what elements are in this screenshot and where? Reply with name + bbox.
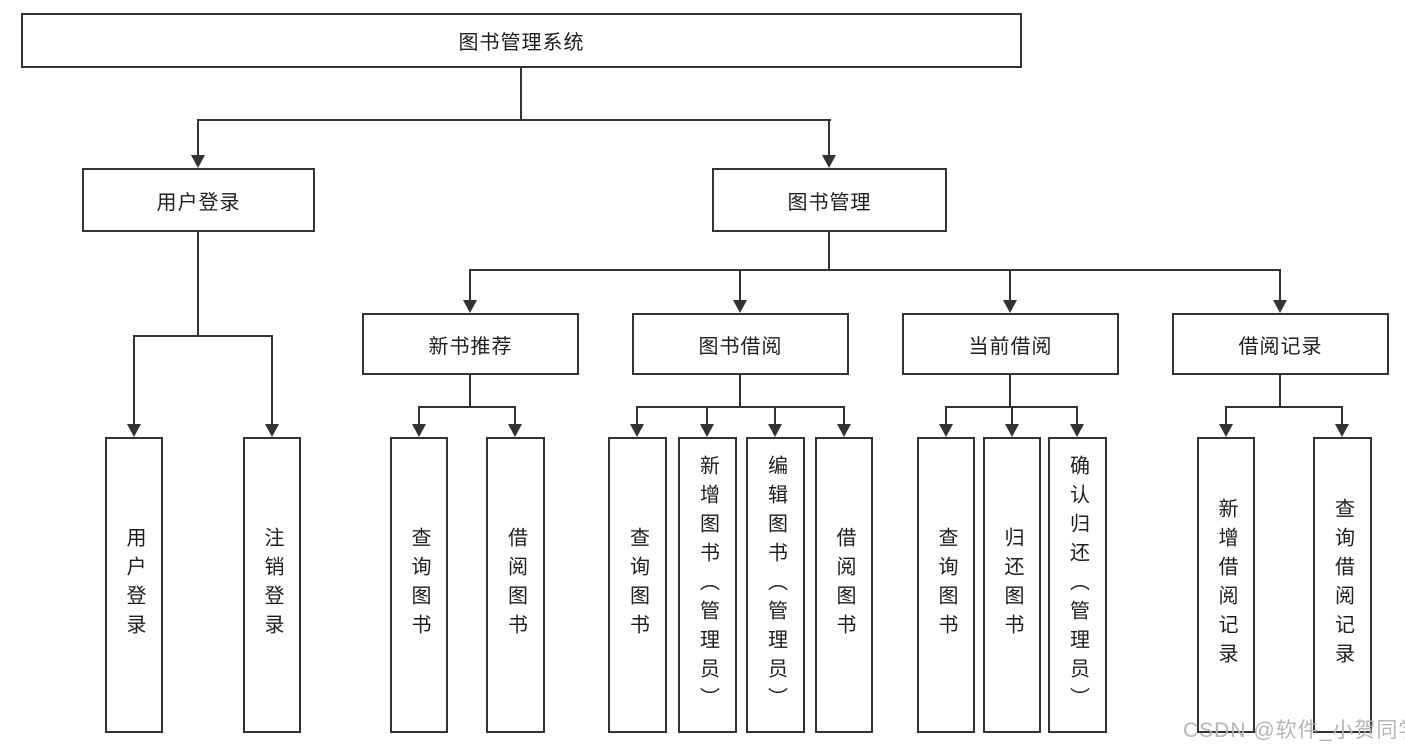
node-return-books-label: 归还图书: [1001, 527, 1023, 643]
arrow-to-current-borrowing: [1003, 269, 1017, 313]
node-add-borrow-record-label: 新增借阅记录: [1215, 498, 1237, 672]
arrow-borrowing-leaf-1: [630, 406, 644, 437]
arrow-borrowing-leaf-4: [837, 406, 851, 437]
connector-book-mgmt-rail: [470, 269, 1280, 271]
arrow-current-leaf-3: [1070, 406, 1084, 437]
connector-borrowing-rail: [637, 406, 845, 408]
node-borrow-books-borrowing: 借阅图书: [815, 437, 873, 733]
node-user-login: 用户登录: [82, 168, 315, 232]
node-borrow-books-recommend-label: 借阅图书: [504, 527, 527, 643]
connector-recommend-rail: [419, 406, 516, 408]
node-user-login-label: 用户登录: [156, 191, 241, 214]
node-book-management: 图书管理: [712, 168, 947, 232]
connector-current-stem: [1009, 375, 1011, 408]
node-borrowing-records: 借阅记录: [1172, 313, 1389, 375]
node-user-login-leaf-label: 用户登录: [123, 527, 145, 643]
node-confirm-return-admin: 确认归还（管理员）: [1048, 437, 1107, 733]
arrow-to-logout-leaf: [265, 335, 279, 437]
node-add-books-admin: 新增图书（管理员）: [678, 437, 737, 733]
node-return-books: 归还图书: [983, 437, 1041, 733]
node-new-book-recommendation: 新书推荐: [362, 313, 579, 375]
node-query-books-current-label: 查询图书: [935, 527, 957, 643]
node-query-books-borrowing-label: 查询图书: [626, 527, 649, 643]
node-logout: 注销登录: [243, 437, 301, 733]
arrow-to-book-management: [822, 119, 836, 168]
connector-root-rail: [197, 119, 831, 121]
arrow-to-new-book-recommendation: [463, 269, 477, 313]
connector-borrowing-stem: [739, 375, 741, 408]
connector-user-login-stem: [197, 232, 199, 337]
node-edit-books-admin-label: 编辑图书（管理员）: [764, 454, 787, 716]
node-query-books-borrowing: 查询图书: [608, 437, 667, 733]
node-logout-label: 注销登录: [261, 527, 283, 643]
node-library-system: 图书管理系统: [21, 13, 1022, 68]
node-user-login-leaf: 用户登录: [105, 437, 163, 733]
arrow-current-leaf-1: [939, 406, 953, 437]
arrow-to-borrowing-records: [1273, 269, 1287, 313]
node-library-system-label: 图书管理系统: [458, 32, 585, 54]
node-query-books-recommend-label: 查询图书: [408, 527, 430, 643]
node-query-books-recommend: 查询图书: [390, 437, 448, 733]
node-current-borrowing-label: 当前借阅: [968, 335, 1053, 358]
arrow-to-user-login: [191, 119, 205, 168]
connector-book-mgmt-stem: [828, 232, 830, 271]
connector-recommend-stem: [469, 375, 471, 408]
connector-records-stem: [1279, 375, 1281, 408]
node-current-borrowing: 当前借阅: [902, 313, 1119, 375]
watermark: CSDN @软件_小贺同学: [1183, 719, 1405, 742]
node-book-borrowing-label: 图书借阅: [698, 335, 783, 358]
connector-user-login-rail: [134, 335, 273, 337]
arrow-borrowing-leaf-3: [768, 406, 782, 437]
node-book-borrowing: 图书借阅: [632, 313, 849, 375]
node-confirm-return-admin-label: 确认归还（管理员）: [1066, 454, 1089, 716]
node-new-book-recommendation-label: 新书推荐: [428, 335, 513, 358]
arrow-records-leaf-2: [1335, 406, 1349, 437]
node-borrow-books-borrowing-label: 借阅图书: [833, 527, 855, 643]
arrow-recommend-leaf-1: [412, 406, 426, 437]
node-add-books-admin-label: 新增图书（管理员）: [696, 454, 719, 716]
arrow-recommend-leaf-2: [508, 406, 522, 437]
node-query-borrow-record: 查询借阅记录: [1313, 437, 1372, 733]
arrow-to-book-borrowing: [733, 269, 747, 313]
node-query-borrow-record-label: 查询借阅记录: [1331, 498, 1354, 672]
arrow-records-leaf-1: [1219, 406, 1233, 437]
node-borrow-books-recommend: 借阅图书: [486, 437, 545, 733]
connector-root-stem: [520, 68, 522, 120]
node-query-books-current: 查询图书: [917, 437, 975, 733]
arrow-to-user-login-leaf: [127, 335, 141, 437]
node-add-borrow-record: 新增借阅记录: [1197, 437, 1255, 733]
connector-records-rail: [1226, 406, 1343, 408]
node-borrowing-records-label: 借阅记录: [1238, 335, 1323, 358]
node-edit-books-admin: 编辑图书（管理员）: [746, 437, 805, 733]
arrow-current-leaf-2: [1005, 406, 1019, 437]
node-book-management-label: 图书管理: [787, 191, 872, 214]
arrow-borrowing-leaf-2: [700, 406, 714, 437]
